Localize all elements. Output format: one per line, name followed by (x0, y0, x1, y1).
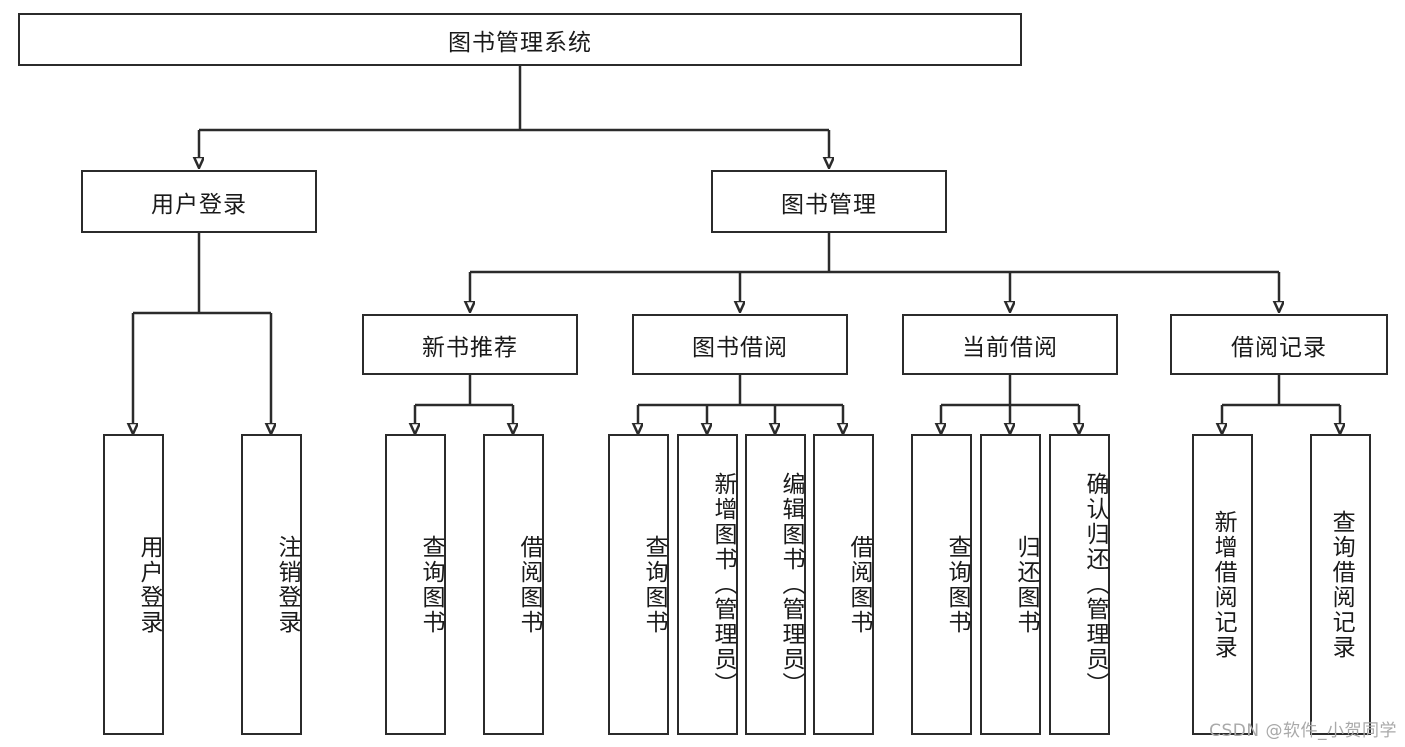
leaf-user-login-logout[interactable]: 注销登录 (241, 434, 302, 735)
node-current-borrow[interactable]: 当前借阅 (902, 314, 1118, 375)
node-label: 新增借阅记录 (1210, 509, 1237, 660)
leaf-current-borrow-query-book[interactable]: 查询图书 (911, 434, 972, 735)
leaf-book-borrow-borrow-book[interactable]: 借阅图书 (813, 434, 874, 735)
node-label: 编辑图书（管理员） (778, 472, 804, 697)
node-label: 新书推荐 (422, 334, 518, 361)
node-label: 确认归还（管理员） (1082, 472, 1108, 697)
node-label: 图书借阅 (692, 334, 788, 361)
leaf-current-borrow-confirm-return-admin[interactable]: 确认归还（管理员） (1049, 434, 1110, 735)
node-label: 查询图书 (418, 534, 444, 635)
node-borrow-record[interactable]: 借阅记录 (1170, 314, 1388, 375)
leaf-current-borrow-return-book[interactable]: 归还图书 (980, 434, 1041, 735)
node-label: 归还图书 (1013, 534, 1039, 635)
node-label: 查询借阅记录 (1328, 509, 1355, 660)
node-label: 借阅记录 (1231, 334, 1327, 361)
node-label: 借阅图书 (846, 534, 872, 635)
node-label: 当前借阅 (962, 334, 1058, 361)
leaf-new-book-borrow-book[interactable]: 借阅图书 (483, 434, 544, 735)
watermark-text: CSDN @软件_小贺同学 (1209, 721, 1397, 741)
node-label: 借阅图书 (516, 534, 542, 635)
node-label: 图书管理 (781, 191, 877, 218)
node-new-book-recommend[interactable]: 新书推荐 (362, 314, 578, 375)
leaf-borrow-record-query-record[interactable]: 查询借阅记录 (1310, 434, 1371, 735)
node-label: 图书管理系统 (448, 29, 592, 56)
leaf-book-borrow-add-book-admin[interactable]: 新增图书（管理员） (677, 434, 738, 735)
node-label: 查询图书 (641, 534, 667, 635)
node-user-login[interactable]: 用户登录 (81, 170, 317, 233)
leaf-new-book-query-book[interactable]: 查询图书 (385, 434, 446, 735)
leaf-book-borrow-query-book[interactable]: 查询图书 (608, 434, 669, 735)
node-label: 用户登录 (151, 191, 247, 218)
node-book-borrow[interactable]: 图书借阅 (632, 314, 848, 375)
leaf-borrow-record-add-record[interactable]: 新增借阅记录 (1192, 434, 1253, 735)
node-label: 查询图书 (944, 534, 970, 635)
node-label: 新增图书（管理员） (710, 472, 736, 697)
node-root-book-management-system[interactable]: 图书管理系统 (18, 13, 1022, 66)
leaf-user-login-login[interactable]: 用户登录 (103, 434, 164, 735)
leaf-book-borrow-edit-book-admin[interactable]: 编辑图书（管理员） (745, 434, 806, 735)
node-label: 用户登录 (136, 534, 162, 635)
node-label: 注销登录 (274, 534, 300, 635)
node-book-management[interactable]: 图书管理 (711, 170, 947, 233)
